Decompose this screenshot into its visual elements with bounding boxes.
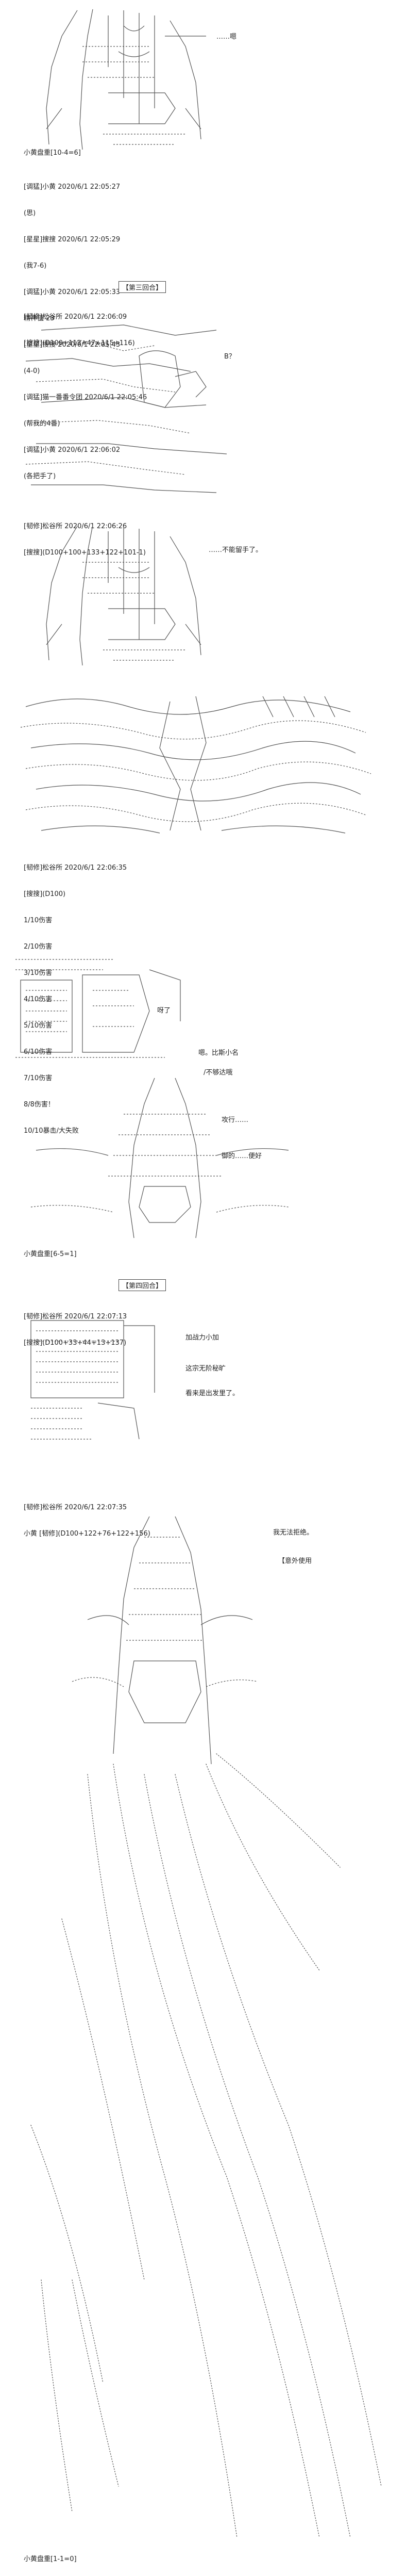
chat-line: 3/10伤害 [24,969,53,977]
chat-line: (我7-6) [24,262,47,270]
damage-status: 小黄盘重[10-4=6] [24,149,81,157]
chat-line: [搜搜](D100+113+47+115+116) [24,339,135,347]
dialog-bubble: 加战力小加 [185,1334,219,1342]
chat-line: [韧修]松谷所 2020/6/1 22:06:26 [24,523,127,530]
chat-line: [星星]搜搜 2020/6/1 22:05:43 [24,341,121,349]
ascii-figure-3 [46,525,201,666]
chat-log-3: [韧修]松谷所 2020/6/1 22:06:26 [搜搜](D100+100+… [24,504,146,575]
dialog-bubble: ……不能留手了。 [209,546,263,554]
chat-line: 10/10暴击/大失败 [24,1127,79,1135]
dialog-bubble: 我无法拒绝。 [273,1529,314,1537]
chat-line: 小黄 [韧修](D100+122+76+122+156) [24,1530,150,1538]
dialog-bubble: 呀了 [157,1007,171,1015]
ascii-figure-7 [30,1320,155,1440]
chat-log-4: [韧修]松谷所 2020/6/1 22:06:35 [搜搜](D100) 1/1… [24,846,127,1153]
chat-line: [调猛]小黄 2020/6/1 22:06:02 [24,446,121,454]
chat-log-1: [调猛]小黄 2020/6/1 22:05:27 (思) [星星]搜搜 2020… [24,165,147,498]
ascii-art-panel-8: 我无法拒绝。 【意外使用 [10,1506,392,2558]
chat-line: (4-0) [24,367,40,375]
ascii-art-panel-7: 加战力小加 这宗无阶秘旷 看来是出发里了。 [21,1315,309,1449]
chat-line: [调猛]小黄 2020/6/1 22:05:33 [24,288,121,296]
chat-line: 8/8伤害！ [24,1101,55,1108]
ascii-figure-4 [20,696,371,834]
ascii-art-panel-5: 呀了 嗯。比斯小名 /不够达哦 [10,949,319,1077]
ascii-art-panel-6: 攻行…… 御的……便好 [21,1073,299,1243]
chat-log-2: [韧修]松谷所 2020/6/1 22:06:09 [搜搜](D100+113+… [24,295,135,365]
ascii-art-panel-4 [15,686,376,841]
dialog-bubble: 【意外使用 [278,1557,312,1565]
chat-line: (各把手了) [24,472,56,480]
chat-line: (帮我的4番) [24,420,60,428]
dialog-bubble: 看来是出发里了。 [185,1390,240,1397]
chat-line: [搜搜](D100+100+133+122+101-1) [24,549,146,557]
dialog-bubble: 攻行…… [222,1116,249,1124]
dialog-bubble: 嗯。比斯小名 [198,1049,239,1057]
chat-log-6: [韧修]松谷所 2020/6/1 22:07:35 小黄 [韧修](D100+1… [24,1486,150,1556]
round-caption: 【第四回合】 [119,1279,166,1291]
ascii-figure-8 [30,1516,382,2538]
chat-line: [韧修]松谷所 2020/6/1 22:07:13 [24,1313,127,1320]
chat-line: [韧修]松谷所 2020/6/1 22:06:09 [24,313,127,321]
round-caption: 【第三回合】 [119,281,166,293]
dialog-bubble: ……嗯 [216,33,237,41]
ascii-figure-6 [30,1078,289,1238]
chat-line: (思) [24,209,36,217]
chat-line: [韧修]松谷所 2020/6/1 22:06:35 [24,864,127,872]
dialog-bubble: 这宗无阶秘旷 [185,1365,226,1373]
chat-line: 1/10伤害 [24,917,53,924]
ascii-figure-2 [25,324,227,493]
chat-line: [调猛]小黄 2020/6/1 22:05:27 [24,183,121,191]
chat-line: [搜搜](D100) [24,890,66,898]
ascii-figure-5 [15,959,181,1058]
chat-line: 5/10伤害 [24,1022,53,1030]
damage-status: 小黄盘重[6-5=1] [24,1250,77,1258]
chat-line: 2/10伤害 [24,943,53,951]
dialog-bubble: 御的……便好 [222,1152,262,1160]
ascii-art-panel-3: ……不能留手了。 [31,521,262,671]
chat-line: [韧修]松谷所 2020/6/1 22:07:35 [24,1504,127,1511]
damage-status: 小黄盘重[1-1=0] [24,2555,77,2563]
dialog-bubble: /不够达哦 [204,1069,233,1077]
chat-line: 7/10伤害 [24,1074,53,1082]
chat-line: 4/10伤害 [24,996,53,1003]
chat-line: 精神值 23 [24,315,55,322]
ascii-art-panel-1: ……嗯 [31,5,258,155]
ascii-figure-1 [46,9,206,150]
dialog-bubble: B？ [224,353,235,361]
chat-line: [星星]搜搜 2020/6/1 22:05:29 [24,236,121,243]
ascii-art-panel-2: B？ [21,315,278,500]
